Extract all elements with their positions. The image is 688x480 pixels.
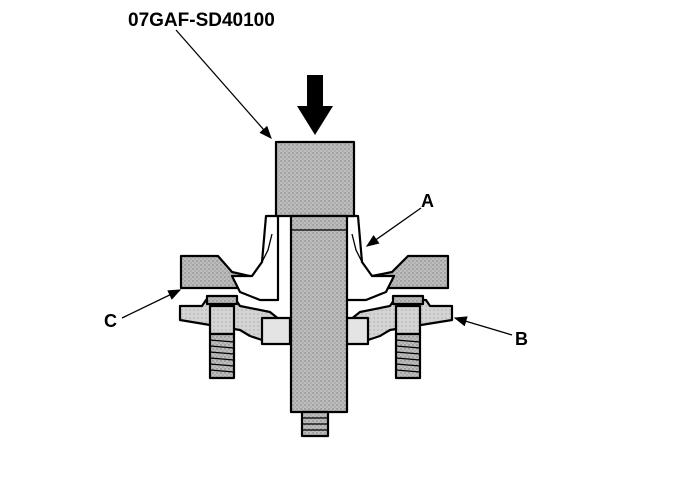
tool-leader-line bbox=[175, 29, 272, 139]
hub-body-left bbox=[230, 214, 280, 302]
callout-leader-a bbox=[365, 207, 422, 247]
press-direction-arrow bbox=[297, 75, 333, 135]
callout-leader-b bbox=[453, 316, 513, 336]
hub-center-ring bbox=[260, 316, 292, 346]
callout-leader-c bbox=[121, 289, 182, 319]
wheel-stud-right bbox=[391, 294, 425, 380]
press-tool-shaft bbox=[289, 214, 349, 414]
hub-body-right bbox=[344, 214, 396, 302]
callout-label-a: A bbox=[421, 191, 434, 211]
callout-label-c: C bbox=[104, 311, 117, 331]
tool-part-number-label: 07GAF-SD40100 bbox=[128, 10, 275, 31]
callout-label-b: B bbox=[515, 329, 528, 349]
press-tool-head bbox=[274, 140, 356, 218]
wheel-stud-left bbox=[205, 294, 239, 380]
